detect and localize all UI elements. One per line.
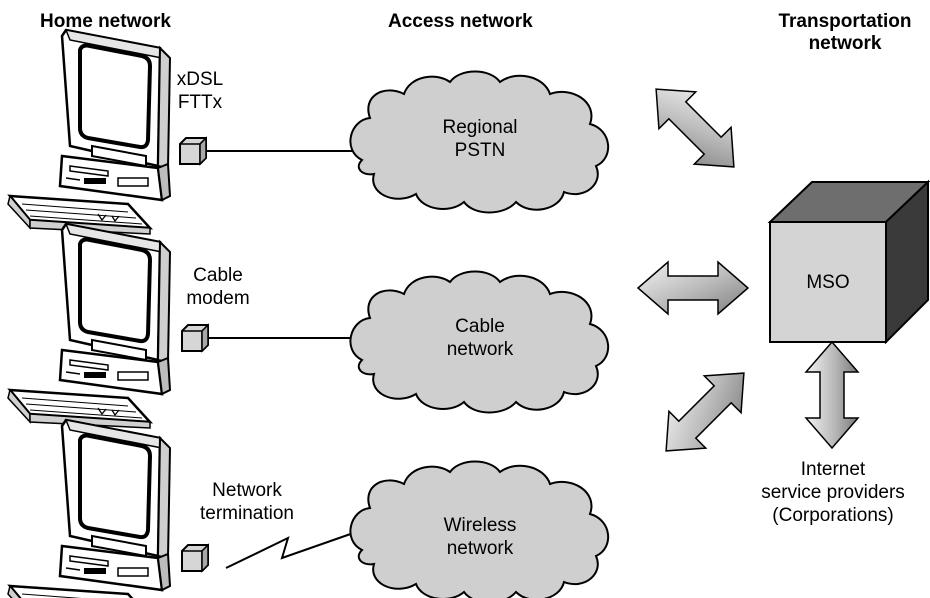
bidirectional-arrow-icon	[646, 353, 764, 471]
xdsl-fttx-label: xDSL FTTx	[170, 68, 230, 114]
cable-modem-label: Cable modem	[182, 264, 254, 310]
isp-label-line2: service providers	[761, 482, 905, 503]
isp-label: Internet service providers (Corporations…	[740, 458, 926, 527]
mso-label: MSO	[806, 272, 850, 293]
modem-box-icon	[181, 544, 209, 572]
transportation-network-header: Transportation network	[770, 11, 920, 55]
cloud-label-line2: PSTN	[454, 140, 506, 161]
cable-network-label: Cable network	[415, 315, 545, 361]
isp-label-line1: Internet	[800, 459, 866, 480]
transportation-header-line2: network	[808, 33, 882, 54]
wireless-network-label: Wireless network	[415, 514, 545, 560]
bidirectional-arrow-icon	[637, 261, 749, 315]
cloud-label-line1: Cable	[455, 316, 505, 337]
network-termination-label: Network termination	[188, 479, 306, 525]
cloud-label-line1: Wireless	[443, 515, 517, 536]
cloud-label-line2: network	[446, 339, 514, 360]
cloud-label-line1: Regional	[442, 117, 518, 138]
isp-label-line3: (Corporations)	[772, 505, 894, 526]
transportation-header-line1: Transportation	[778, 11, 912, 32]
computer-icon	[6, 28, 172, 236]
home-link-label-line1: Network	[212, 480, 282, 501]
vertical-arrow-icon	[804, 340, 860, 450]
modem-box-icon	[181, 324, 209, 352]
cloud-label-line2: network	[446, 538, 514, 559]
modem-box-icon	[179, 137, 207, 165]
computer-icon	[6, 418, 172, 598]
home-network-header: Home network	[40, 11, 171, 32]
home-link-label-line2: FTTx	[177, 92, 223, 113]
mso-cube	[767, 179, 930, 345]
computer-icon	[6, 222, 172, 430]
home-link-label-line1: Cable	[193, 265, 243, 286]
wireless-link-icon	[225, 529, 363, 569]
regional-pstn-label: Regional PSTN	[415, 116, 545, 162]
home-link-label-line2: termination	[200, 503, 294, 524]
home-link-label-line1: xDSL	[176, 69, 224, 90]
access-network-header: Access network	[388, 11, 533, 32]
bidirectional-arrow-icon	[636, 69, 754, 187]
home-link-label-line2: modem	[186, 288, 250, 309]
